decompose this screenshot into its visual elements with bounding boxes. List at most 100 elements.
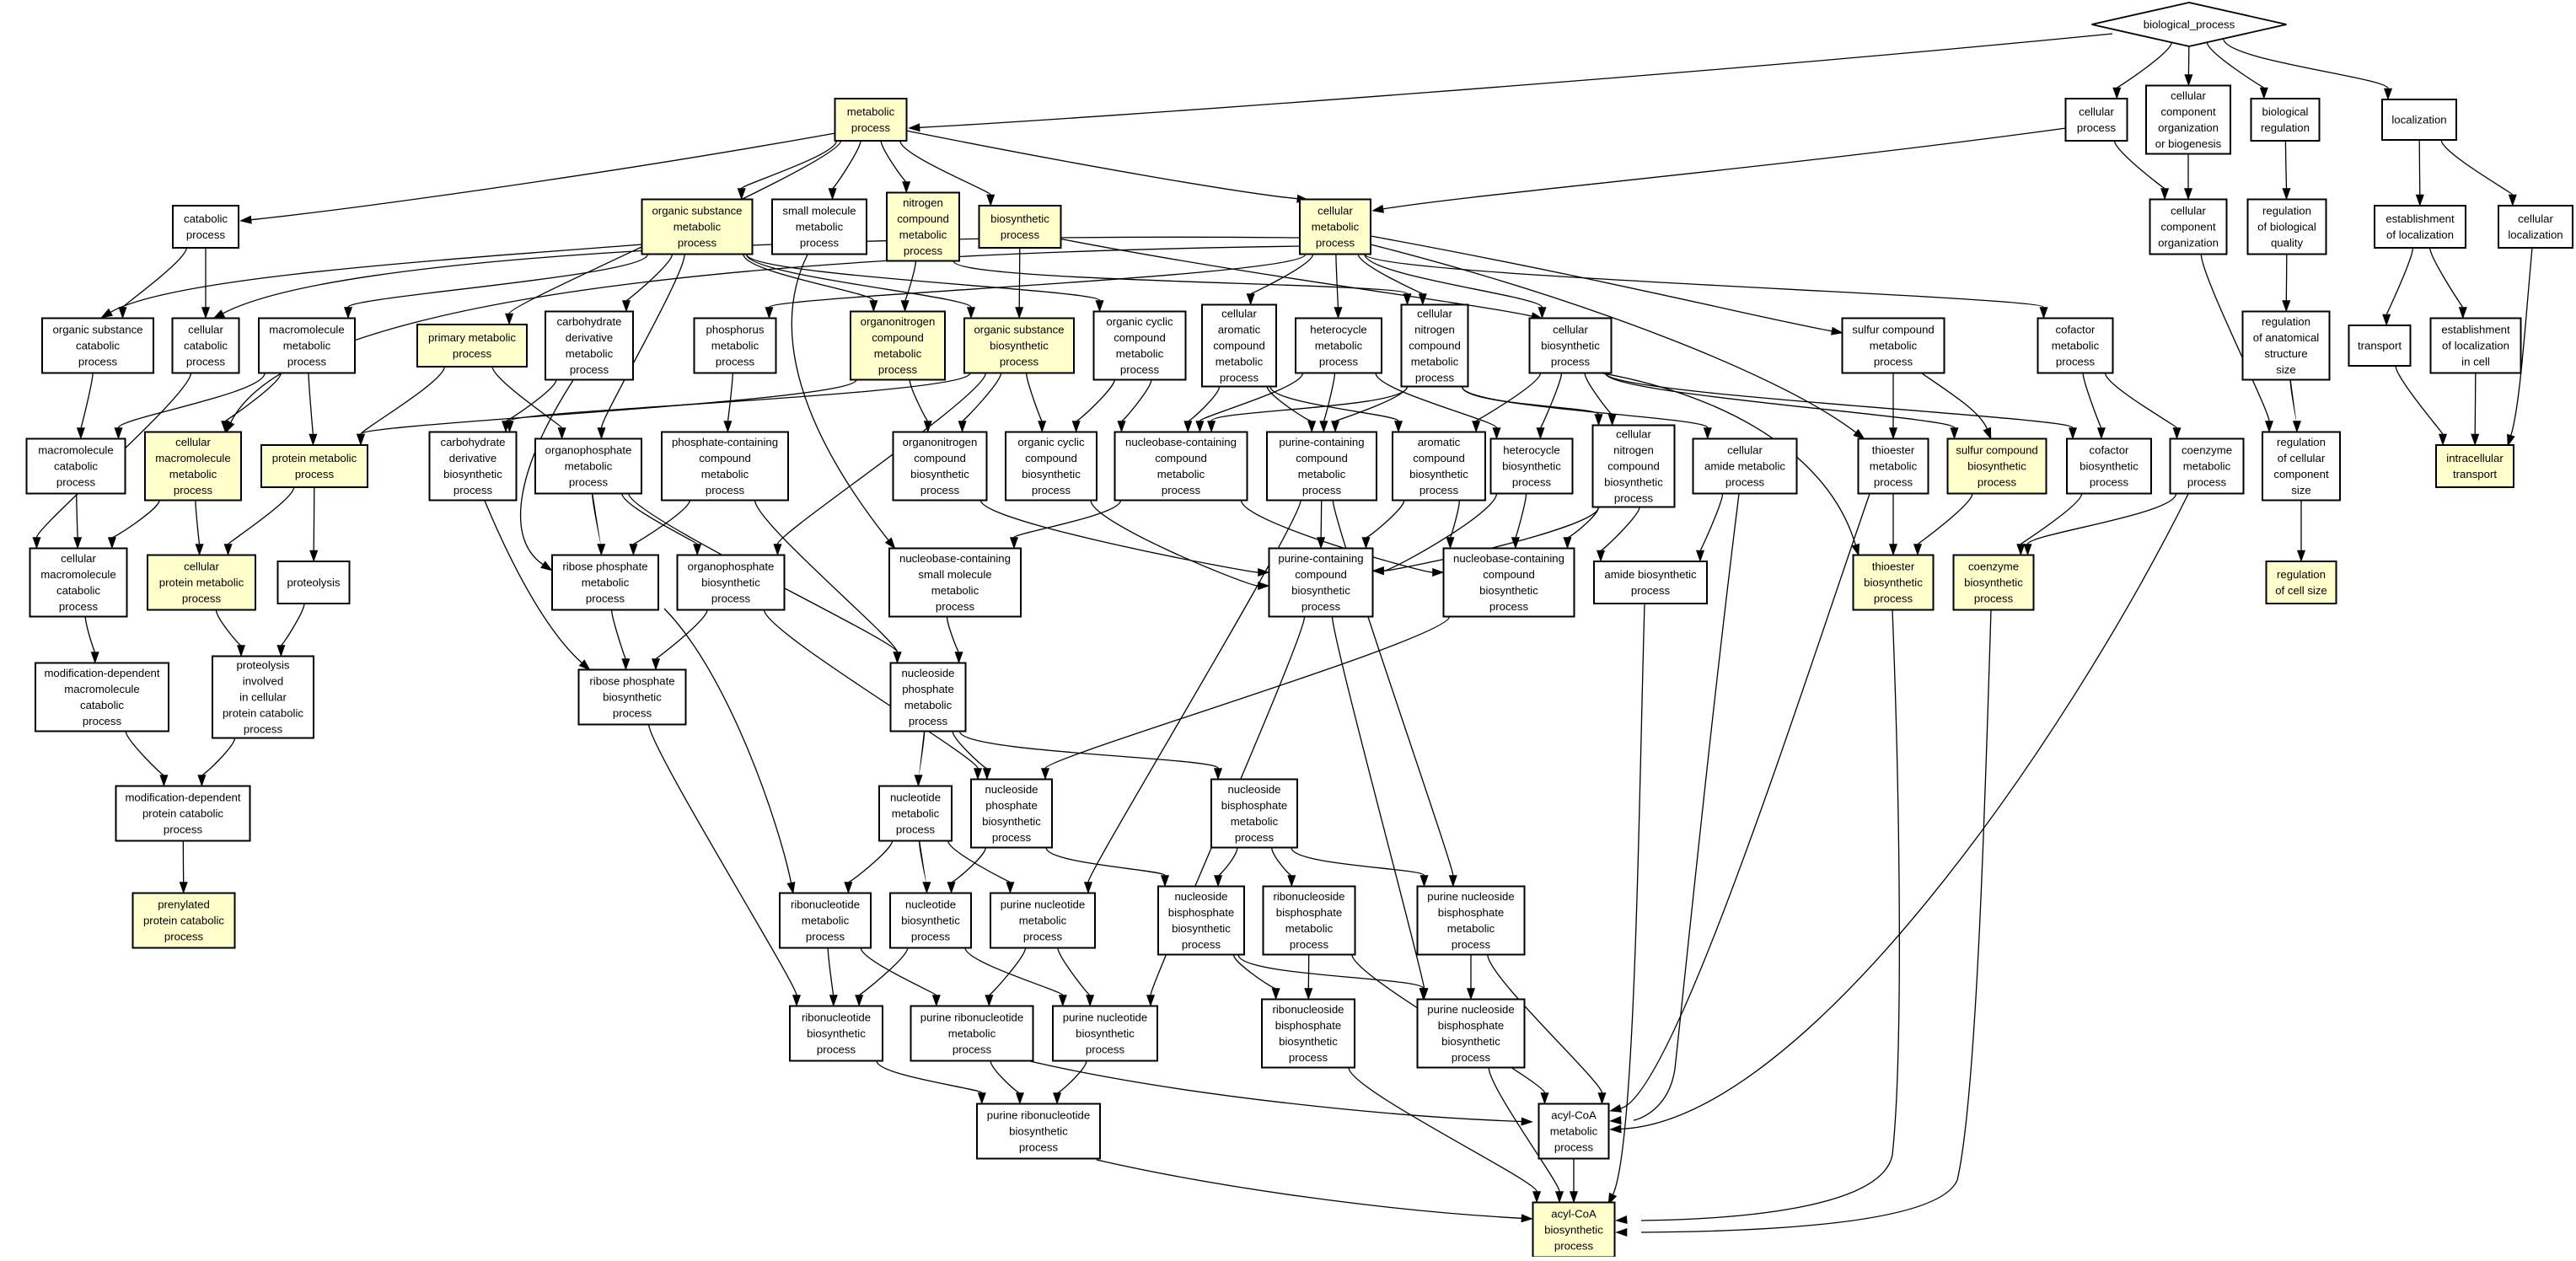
svg-text:metabolic: metabolic bbox=[1216, 356, 1264, 368]
svg-text:metabolic: metabolic bbox=[874, 347, 922, 360]
svg-text:transport: transport bbox=[2358, 340, 2402, 352]
svg-text:acyl-CoA: acyl-CoA bbox=[1551, 1109, 1597, 1122]
svg-text:biological: biological bbox=[2262, 105, 2309, 118]
svg-text:carbohydrate: carbohydrate bbox=[441, 436, 506, 448]
svg-text:process: process bbox=[1978, 476, 2017, 489]
svg-text:process: process bbox=[83, 715, 122, 727]
svg-text:cellular: cellular bbox=[2079, 105, 2114, 118]
svg-text:process: process bbox=[2077, 121, 2117, 134]
svg-text:process: process bbox=[1631, 584, 1671, 597]
svg-text:process: process bbox=[953, 1044, 992, 1056]
svg-text:biosynthetic: biosynthetic bbox=[901, 915, 960, 927]
svg-text:modification-dependent: modification-dependent bbox=[125, 791, 240, 804]
svg-text:biosynthetic: biosynthetic bbox=[1544, 1224, 1603, 1237]
svg-text:metabolic: metabolic bbox=[565, 460, 613, 473]
svg-text:metabolic: metabolic bbox=[566, 347, 614, 360]
svg-text:process: process bbox=[904, 244, 943, 257]
svg-text:process: process bbox=[59, 600, 99, 613]
svg-text:biosynthetic: biosynthetic bbox=[807, 1028, 866, 1040]
svg-text:process: process bbox=[911, 931, 951, 943]
svg-text:process: process bbox=[182, 593, 222, 605]
svg-text:or biogenesis: or biogenesis bbox=[2155, 137, 2222, 150]
svg-text:macromolecule: macromolecule bbox=[269, 324, 344, 336]
svg-text:metabolic: metabolic bbox=[169, 468, 217, 480]
svg-text:small molecule: small molecule bbox=[782, 205, 856, 217]
svg-text:bisphosphate: bisphosphate bbox=[1221, 799, 1287, 812]
svg-text:size: size bbox=[2276, 363, 2295, 376]
svg-text:biosynthetic: biosynthetic bbox=[1009, 1125, 1068, 1138]
svg-text:compound: compound bbox=[872, 331, 924, 344]
svg-text:cellular: cellular bbox=[188, 324, 223, 336]
svg-text:metabolic: metabolic bbox=[904, 699, 953, 711]
svg-text:amide metabolic: amide metabolic bbox=[1704, 460, 1785, 473]
svg-text:process: process bbox=[1614, 492, 1654, 505]
svg-text:carbohydrate: carbohydrate bbox=[557, 315, 622, 328]
svg-text:protein catabolic: protein catabolic bbox=[143, 915, 224, 927]
svg-text:process: process bbox=[992, 831, 1032, 844]
svg-text:macromolecule: macromolecule bbox=[64, 683, 139, 695]
svg-text:biosynthetic: biosynthetic bbox=[1604, 476, 1663, 489]
svg-text:biosynthetic: biosynthetic bbox=[1441, 1035, 1500, 1048]
svg-text:process: process bbox=[1874, 356, 1913, 368]
svg-text:process: process bbox=[164, 931, 204, 943]
svg-text:metabolic: metabolic bbox=[847, 105, 895, 118]
svg-text:component: component bbox=[2273, 468, 2329, 480]
svg-text:biosynthetic: biosynthetic bbox=[1076, 1028, 1135, 1040]
svg-text:process: process bbox=[56, 476, 96, 489]
svg-text:nucleoside: nucleoside bbox=[985, 783, 1038, 796]
svg-text:localization: localization bbox=[2391, 114, 2446, 126]
svg-text:metabolic: metabolic bbox=[1550, 1125, 1598, 1138]
svg-text:process: process bbox=[806, 931, 845, 943]
svg-text:catabolic: catabolic bbox=[80, 699, 124, 711]
svg-text:biosynthetic: biosynthetic bbox=[990, 340, 1049, 352]
svg-text:metabolic: metabolic bbox=[796, 221, 844, 233]
svg-text:metabolic: metabolic bbox=[1447, 922, 1495, 935]
svg-text:of anatomical: of anatomical bbox=[2253, 331, 2320, 344]
svg-text:metabolic: metabolic bbox=[674, 221, 722, 233]
svg-text:process: process bbox=[909, 715, 948, 727]
svg-text:process: process bbox=[1452, 938, 1491, 951]
svg-text:process: process bbox=[1419, 484, 1459, 496]
svg-text:process: process bbox=[896, 824, 936, 836]
svg-text:bisphosphate: bisphosphate bbox=[1276, 906, 1342, 919]
svg-text:biosynthetic: biosynthetic bbox=[2080, 460, 2139, 473]
svg-text:process: process bbox=[295, 468, 335, 480]
svg-text:organic substance: organic substance bbox=[974, 324, 1064, 336]
svg-text:metabolic: metabolic bbox=[948, 1028, 996, 1040]
svg-text:process: process bbox=[716, 356, 755, 368]
svg-text:metabolic: metabolic bbox=[711, 340, 759, 352]
svg-text:process: process bbox=[2187, 476, 2227, 489]
svg-text:process: process bbox=[1001, 228, 1040, 241]
svg-text:process: process bbox=[586, 593, 625, 605]
svg-text:cellular: cellular bbox=[2171, 89, 2206, 102]
svg-text:compound: compound bbox=[1607, 460, 1660, 473]
svg-text:biological_process: biological_process bbox=[2144, 19, 2235, 31]
svg-text:protein metabolic: protein metabolic bbox=[159, 577, 244, 589]
svg-text:process: process bbox=[1974, 593, 2014, 605]
svg-text:process: process bbox=[1235, 831, 1275, 844]
svg-text:biosynthetic: biosynthetic bbox=[982, 815, 1041, 828]
svg-text:sulfur compound: sulfur compound bbox=[1852, 324, 1935, 336]
svg-text:compound: compound bbox=[914, 452, 966, 464]
svg-text:metabolic: metabolic bbox=[701, 468, 749, 480]
svg-text:metabolic: metabolic bbox=[1315, 340, 1363, 352]
svg-text:purine ribonucleotide: purine ribonucleotide bbox=[987, 1109, 1090, 1122]
svg-text:metabolic: metabolic bbox=[931, 584, 979, 597]
svg-text:macromolecule: macromolecule bbox=[38, 444, 113, 457]
svg-text:cellular: cellular bbox=[1553, 324, 1588, 336]
svg-text:component: component bbox=[2160, 105, 2216, 118]
svg-text:biosynthetic: biosynthetic bbox=[990, 212, 1049, 225]
svg-text:process: process bbox=[569, 476, 609, 489]
svg-text:component: component bbox=[2160, 221, 2216, 233]
svg-text:nucleobase-containing: nucleobase-containing bbox=[899, 552, 1011, 565]
svg-text:bisphosphate: bisphosphate bbox=[1438, 906, 1504, 919]
svg-text:compound: compound bbox=[1114, 331, 1166, 344]
svg-text:compound: compound bbox=[897, 212, 949, 225]
svg-text:process: process bbox=[453, 347, 492, 360]
svg-text:quality: quality bbox=[2271, 237, 2304, 250]
svg-text:nucleoside: nucleoside bbox=[901, 667, 954, 679]
svg-text:process: process bbox=[817, 1044, 856, 1056]
svg-text:protein catabolic: protein catabolic bbox=[223, 707, 303, 720]
svg-text:metabolic: metabolic bbox=[2183, 460, 2231, 473]
svg-text:cellular: cellular bbox=[184, 561, 219, 573]
